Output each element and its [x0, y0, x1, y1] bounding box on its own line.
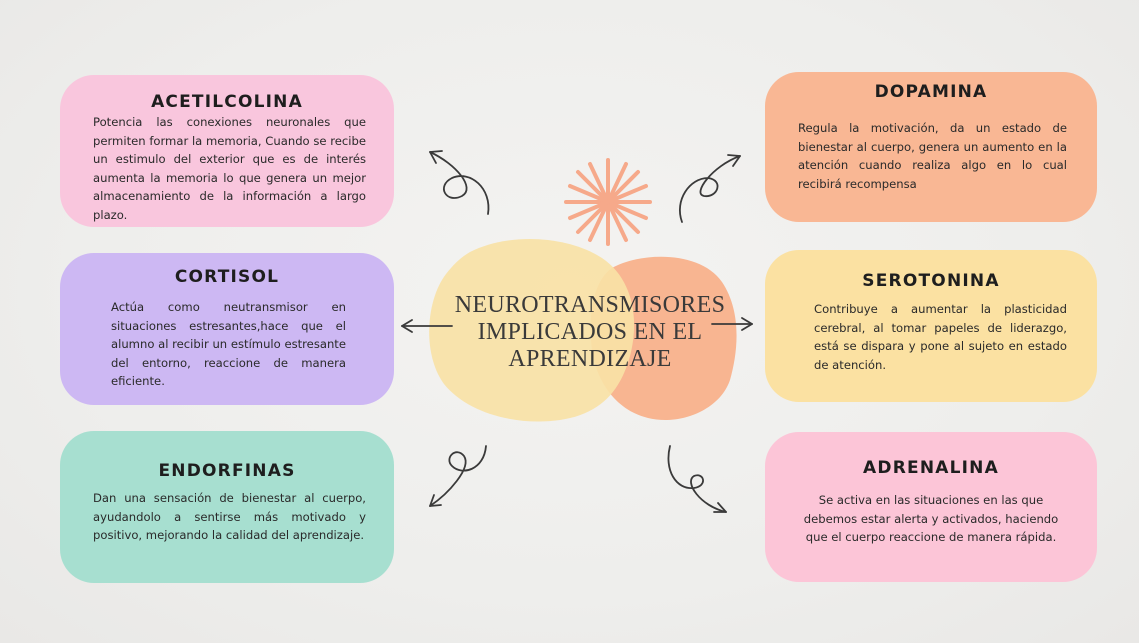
card-serotonina: SEROTONINA Contribuye a aumentar la plas… [765, 250, 1097, 402]
arrow-to-serotonina [711, 317, 753, 331]
arrow-to-dopamina [679, 154, 741, 223]
card-cortisol: CORTISOL Actúa como neutransmisor en sit… [60, 253, 394, 405]
card-text-adrenalina: Se activa en las situaciones en las que … [803, 493, 1059, 544]
card-text-dopamina: Regula la motivación, da un estado de bi… [798, 121, 1067, 191]
card-text-acetilcolina: Potencia las conexiones neuronales que p… [93, 115, 366, 222]
arrow-to-cortisol [401, 319, 453, 333]
center-title-line-2: IMPLICADOS EN EL [477, 319, 703, 345]
card-text-serotonina: Contribuye a aumentar la plasticidad cer… [814, 302, 1067, 372]
card-title-cortisol: CORTISOL [174, 267, 280, 287]
card-title-endorfinas: ENDORFINAS [158, 461, 296, 481]
card-title-dopamina: DOPAMINA [874, 82, 988, 102]
card-text-endorfinas: Dan una sensación de bienestar al cuerpo… [93, 491, 366, 542]
card-adrenalina: ADRENALINA Se activa en las situaciones … [765, 432, 1097, 582]
arrow-to-adrenalina [667, 445, 727, 513]
card-title-acetilcolina: ACETILCOLINA [151, 92, 303, 112]
arrow-to-endorfinas [429, 445, 487, 507]
card-title-adrenalina: ADRENALINA [863, 458, 999, 478]
card-endorfinas: ENDORFINAS Dan una sensación de bienesta… [60, 431, 394, 583]
card-title-serotonina: SEROTONINA [862, 271, 1000, 291]
card-acetilcolina: ACETILCOLINA Potencia las conexiones neu… [60, 75, 394, 227]
center-blob-yellow [429, 239, 635, 422]
center-title-line-3: APRENDIZAJE [508, 346, 672, 372]
card-text-cortisol: Actúa como neutransmisor en situaciones … [111, 300, 346, 388]
starburst-icon [564, 158, 652, 246]
center-title: NEUROTRANSMISORES IMPLICADOS EN EL APREN… [440, 292, 740, 373]
arrow-to-acetilcolina [429, 150, 490, 215]
center-title-line-1: NEUROTRANSMISORES [454, 292, 726, 318]
card-dopamina: DOPAMINA Regula la motivación, da un est… [765, 72, 1097, 222]
